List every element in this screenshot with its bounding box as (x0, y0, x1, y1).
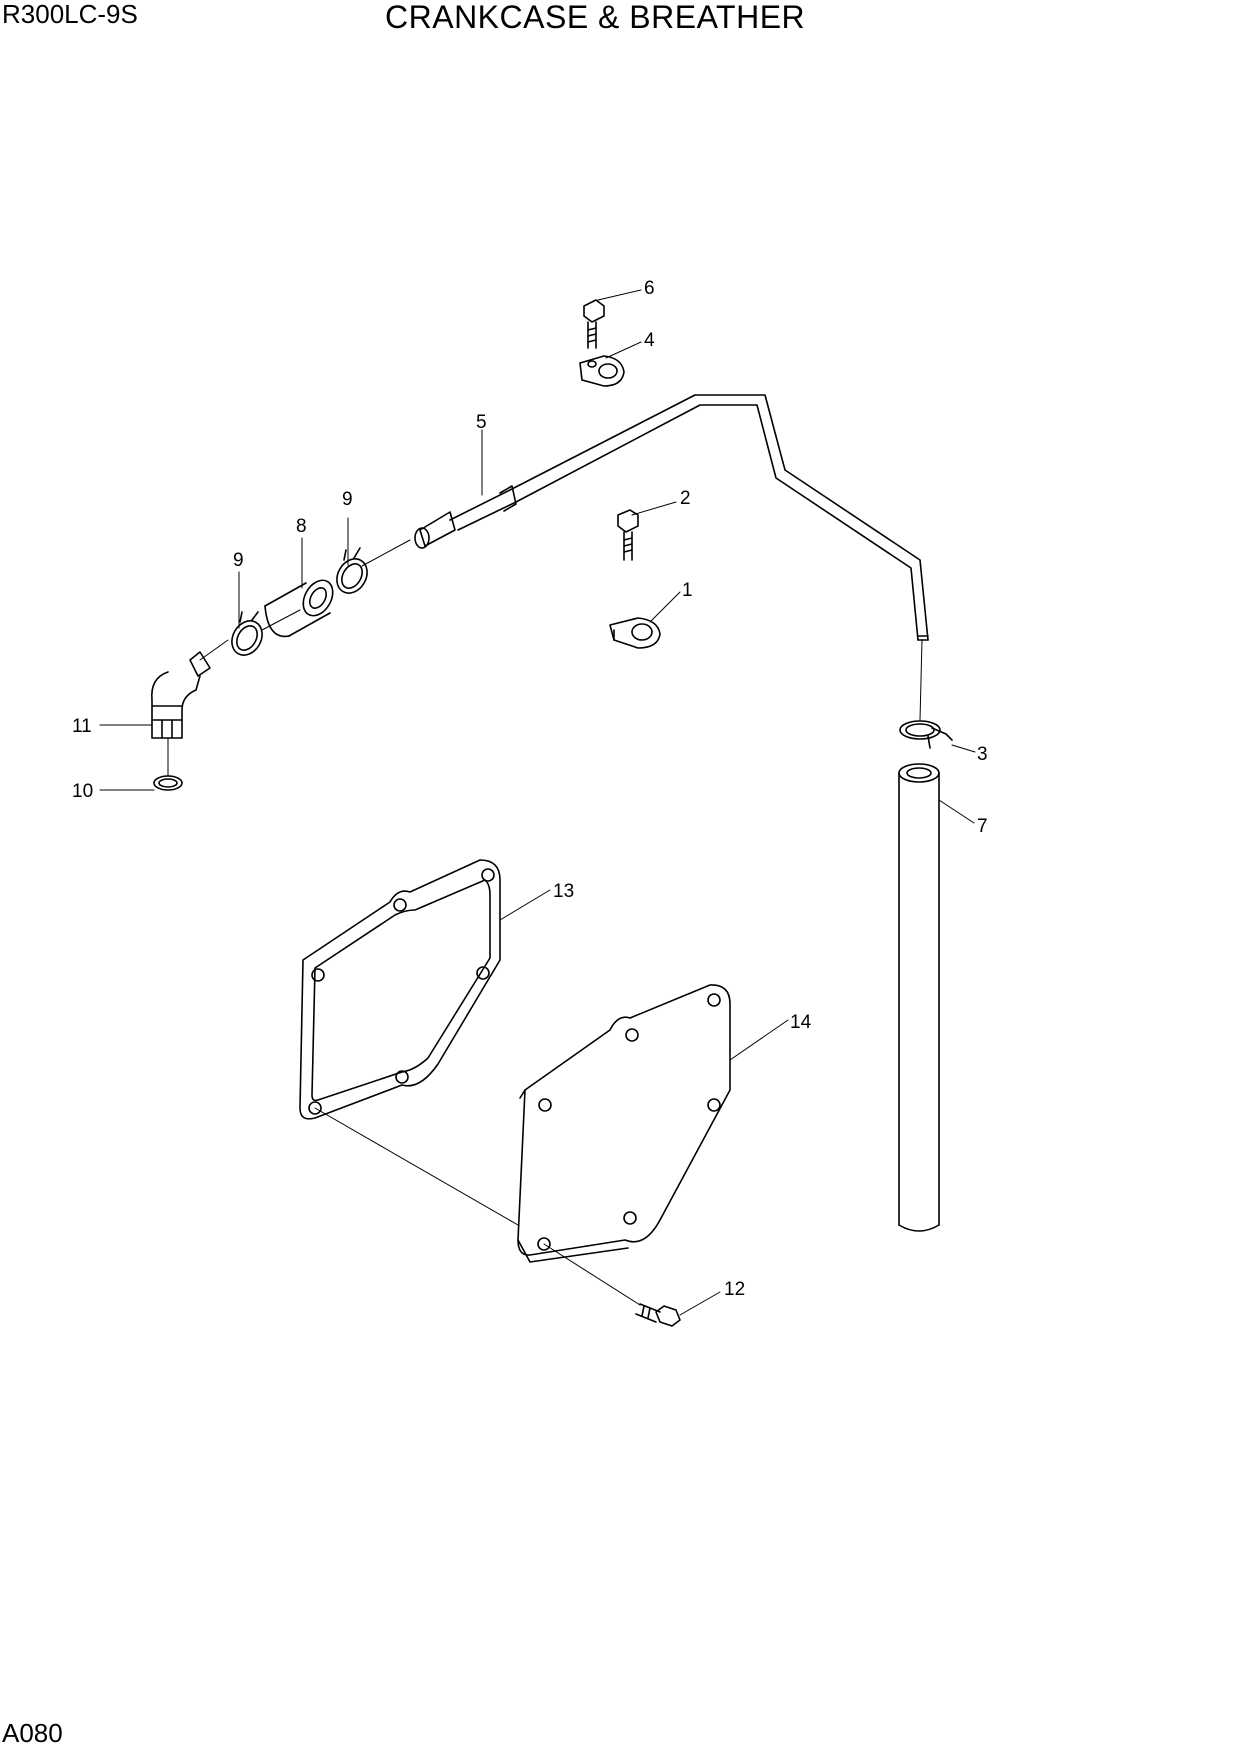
bolt-part-6 (583, 299, 605, 349)
page-code: A080 (2, 1718, 63, 1748)
gasket-part-13 (299, 859, 501, 1120)
bolt-part-2 (617, 509, 639, 561)
hose-clamp-part-3 (899, 720, 953, 749)
hose-part-8 (264, 579, 334, 638)
callout-9-right: 9 (342, 489, 353, 510)
callout-14: 14 (790, 1012, 812, 1033)
breather-pipe-part-5 (414, 394, 929, 641)
callout-1: 1 (682, 580, 693, 601)
callout-13: 13 (553, 881, 574, 902)
callout-12: 12 (724, 1279, 745, 1300)
callout-8: 8 (296, 516, 307, 537)
callout-9-left: 9 (233, 550, 244, 571)
hose-clamp-part-9-right (336, 547, 368, 594)
elbow-part-11 (151, 651, 211, 739)
callout-4: 4 (644, 330, 655, 351)
callout-3: 3 (977, 744, 988, 765)
model-number: R300LC-9S (2, 0, 138, 29)
leader-lines (99, 289, 976, 1316)
p-clamp-part-1 (609, 617, 661, 649)
callout-10: 10 (72, 781, 93, 802)
callout-5: 5 (476, 412, 487, 433)
assembly-lines (167, 539, 923, 1306)
hose-clamp-part-9-left (231, 611, 263, 656)
vertical-tube-part-7 (898, 763, 940, 1232)
o-ring-part-10 (153, 775, 183, 791)
callout-labels: 1 2 3 4 5 6 7 8 9 9 10 11 12 13 14 (72, 278, 988, 1300)
callout-6: 6 (644, 278, 655, 299)
callout-11: 11 (72, 716, 92, 737)
bolt-part-12 (635, 1303, 681, 1327)
page-title: CRANKCASE & BREATHER (385, 0, 806, 35)
callout-2: 2 (680, 488, 691, 509)
cover-plate-part-14 (517, 984, 731, 1263)
p-clamp-part-4 (579, 355, 625, 387)
callout-7: 7 (977, 816, 988, 837)
